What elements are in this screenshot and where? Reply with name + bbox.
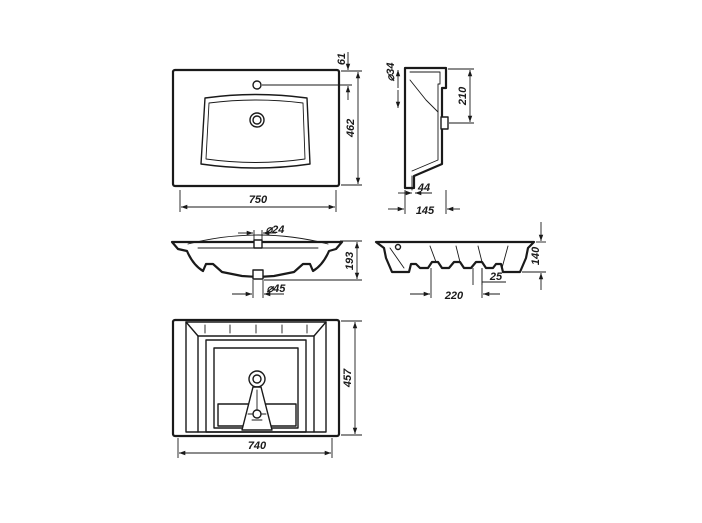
bottom-view: 740 457 xyxy=(171,318,362,458)
top-view-tap-hole xyxy=(252,80,262,90)
bottom-view-drain-inner xyxy=(252,374,262,384)
front-view-outline xyxy=(170,240,344,279)
side-view: ⌀34 210 44 145 xyxy=(385,63,474,217)
section-view-outline xyxy=(374,240,536,274)
front-view-rim xyxy=(187,234,329,245)
top-view-drain-outer xyxy=(249,112,265,128)
bottom-view-outline xyxy=(171,318,341,438)
top-view-drain-inner xyxy=(252,115,262,125)
dim-462-label: 462 xyxy=(345,119,357,138)
dim-140-label: 140 xyxy=(530,246,542,265)
top-view-bowl-outer xyxy=(200,93,311,169)
top-view: 750 462 61 xyxy=(171,52,362,212)
bottom-view-drain-outer xyxy=(248,370,266,388)
dim-750-label: 750 xyxy=(249,194,268,206)
side-view-outline xyxy=(403,66,448,190)
dim-25-label: 25 xyxy=(489,271,503,283)
front-view-tap xyxy=(253,239,263,249)
dim-24-label: ⌀24 xyxy=(266,224,285,236)
side-view-overflow xyxy=(440,116,449,130)
side-view-inner-wall xyxy=(409,71,441,172)
section-view: 140 220 25 xyxy=(374,222,546,302)
bottom-view-chamfer-top xyxy=(185,321,327,337)
dim-44-label: 44 xyxy=(417,182,430,194)
bottom-view-bowl xyxy=(205,339,307,433)
bottom-view-rim xyxy=(185,321,327,433)
section-view-ribs xyxy=(389,245,509,269)
dim-220-label: 220 xyxy=(444,290,464,302)
section-view-hole xyxy=(394,243,402,251)
front-view: ⌀24 193 ⌀45 xyxy=(170,224,362,298)
dim-193-label: 193 xyxy=(344,252,356,270)
side-view-slope xyxy=(409,79,439,113)
dim-34-label: ⌀34 xyxy=(385,63,397,82)
bottom-view-trap-joint xyxy=(252,409,262,419)
dim-61-label: 61 xyxy=(336,53,348,65)
dim-210-label: 210 xyxy=(457,86,469,106)
top-view-bowl-inner xyxy=(205,99,306,163)
front-view-drain xyxy=(252,269,264,280)
bottom-view-ticks xyxy=(204,324,308,334)
dim-45-label: ⌀45 xyxy=(267,283,287,295)
dim-740-label: 740 xyxy=(248,440,267,452)
dim-145-label: 145 xyxy=(416,205,435,217)
dim-457-label: 457 xyxy=(342,368,354,388)
top-view-outline xyxy=(171,68,341,188)
